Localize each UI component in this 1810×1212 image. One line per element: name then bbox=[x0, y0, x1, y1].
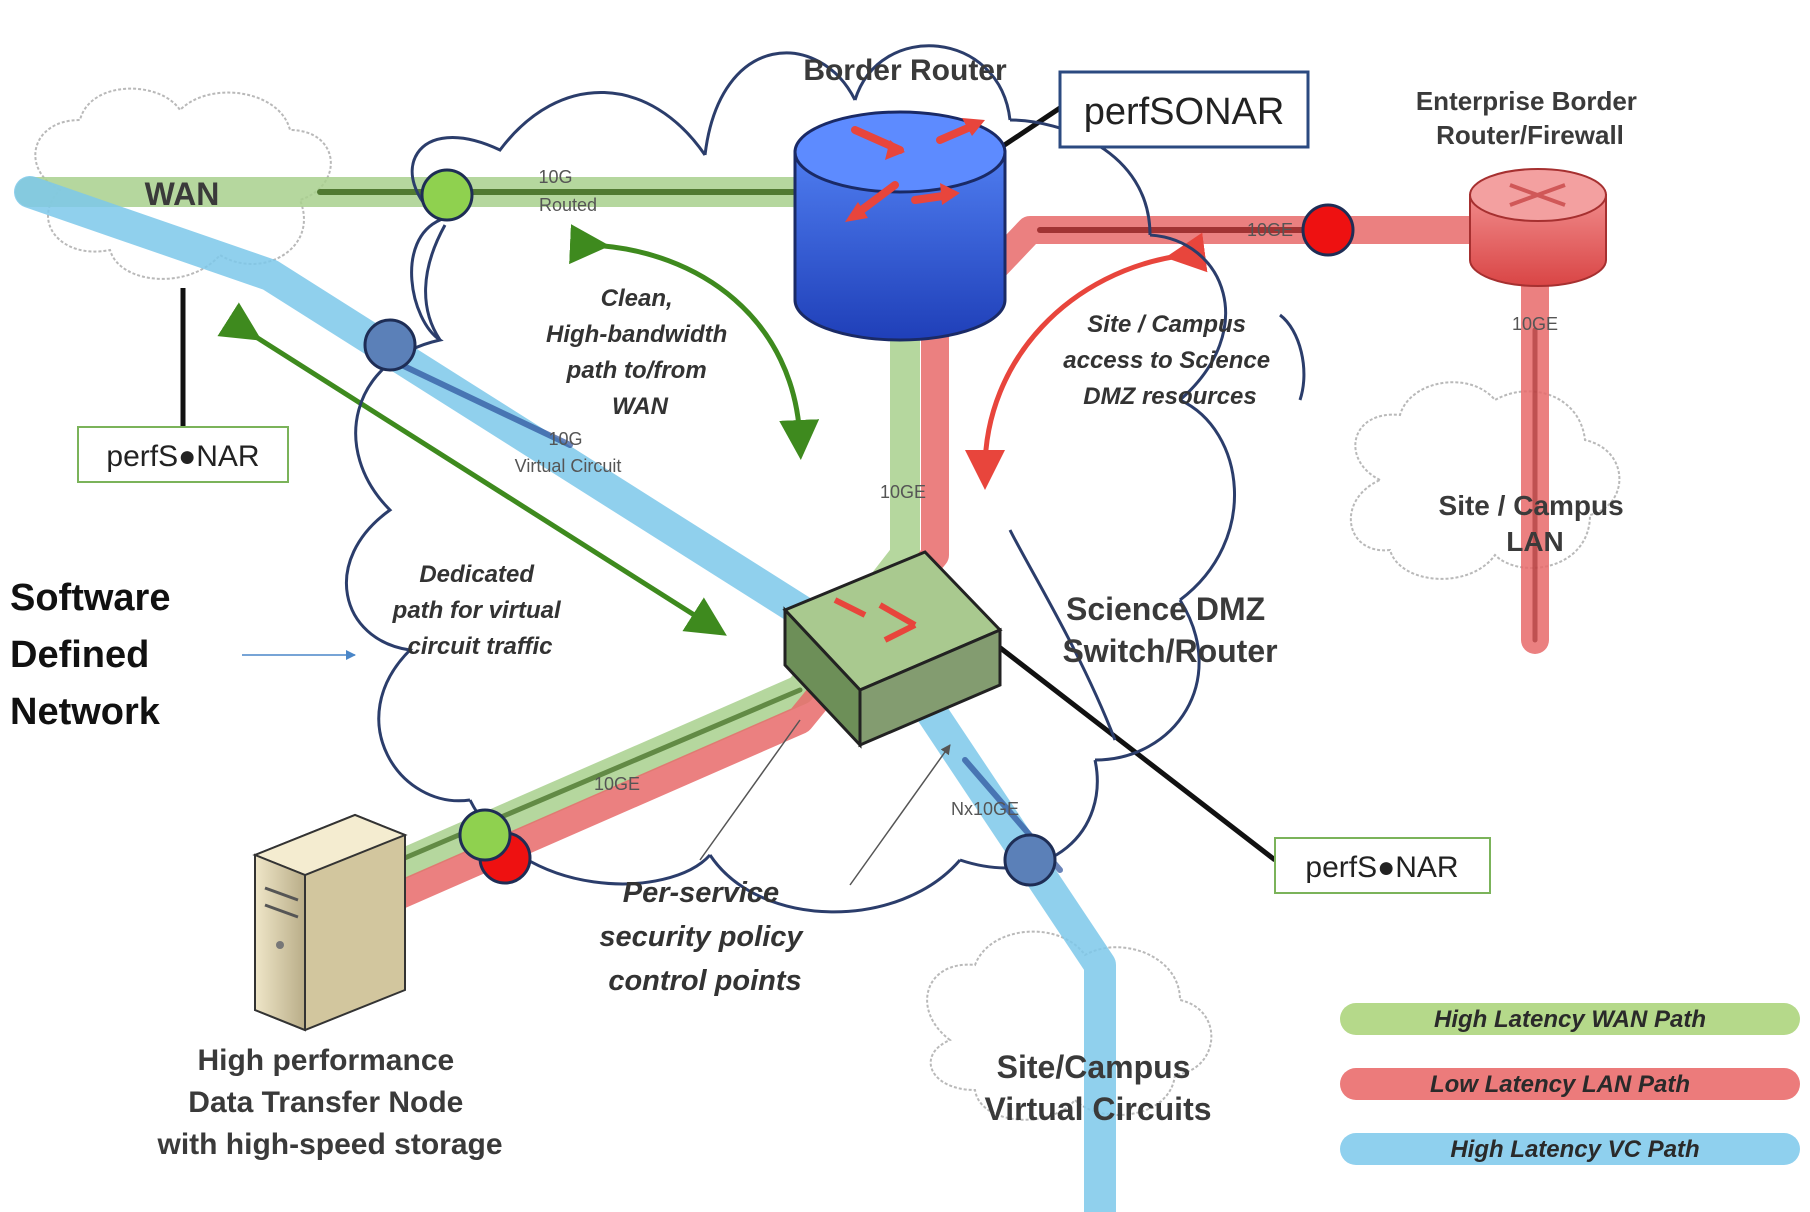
sdn-label-line2: Defined bbox=[10, 634, 149, 676]
perfsonar-dmz: perfS●NAR bbox=[1274, 837, 1491, 894]
security-annotation-line1: Per-service bbox=[623, 877, 779, 909]
dedicated-path-arrow bbox=[217, 302, 727, 636]
clean-path-annotation-line4: WAN bbox=[612, 393, 669, 420]
science-dmz-label-line1: Science DMZ bbox=[1066, 591, 1265, 627]
dedicated-path-annotation: Dedicated path for virtual circuit traff… bbox=[392, 561, 568, 660]
science-dmz-switch bbox=[782, 550, 1003, 749]
perfsonar-dmz-label: perfS●NAR bbox=[1305, 851, 1458, 884]
green-control-point bbox=[420, 168, 474, 222]
control-points bbox=[363, 168, 1355, 887]
site-campus-vc-label-line2: Virtual Circuits bbox=[984, 1091, 1211, 1127]
clean-path-arrow bbox=[569, 224, 820, 460]
wan-10g-routed-label-line2: Routed bbox=[539, 195, 597, 215]
data-transfer-node-server bbox=[252, 813, 408, 1032]
dedicated-path-annotation-line1: Dedicated bbox=[419, 561, 535, 588]
legend-swatch-vc bbox=[1340, 1133, 1800, 1165]
switch-arrows-icon bbox=[833, 597, 917, 643]
wan-10g-vc-label: 10G Virtual Circuit bbox=[515, 429, 622, 476]
clean-path-annotation-line1: Clean, bbox=[601, 285, 673, 312]
legend-label-wan: High Latency WAN Path bbox=[1434, 1006, 1706, 1033]
site-campus-lan-label: Site / Campus LAN bbox=[1439, 490, 1632, 557]
perfsonar-border: perfSONAR bbox=[1058, 70, 1310, 149]
border-router-label: Border Router bbox=[803, 54, 1007, 87]
wan-10g-vc-label-line2: Virtual Circuit bbox=[515, 456, 622, 476]
wan-10g-vc-label-line1: 10G bbox=[548, 429, 582, 449]
perfsonar-wan-label: perfS●NAR bbox=[106, 440, 259, 473]
enterprise-router bbox=[1469, 168, 1607, 287]
dtn-label: High performance Data Transfer Node with… bbox=[156, 1044, 502, 1161]
wan-10g-routed-label-line1: 10G bbox=[538, 167, 572, 187]
dedicated-path-annotation-line2: path for virtual bbox=[392, 597, 562, 624]
dtn-label-line3: with high-speed storage bbox=[156, 1128, 502, 1161]
legend-swatch-wan bbox=[1340, 1003, 1800, 1035]
site-campus-vc-cloud bbox=[926, 930, 1213, 1121]
red-control-point bbox=[1301, 203, 1355, 257]
dtn-label-line2: Data Transfer Node bbox=[188, 1086, 463, 1119]
clean-path-annotation: Clean, High-bandwidth path to/from WAN bbox=[546, 285, 734, 420]
campus-access-annotation: Site / Campus access to Science DMZ reso… bbox=[1063, 311, 1276, 410]
legend-item-lan: Low Latency LAN Path bbox=[1340, 1068, 1800, 1100]
perfsonar-border-label: perfSONAR bbox=[1084, 91, 1285, 133]
sdn-label: Software Defined Network bbox=[10, 577, 181, 733]
green-control-point bbox=[458, 808, 512, 862]
perfsonar-wan: perfS●NAR bbox=[77, 426, 289, 483]
legend-item-vc: High Latency VC Path bbox=[1340, 1133, 1800, 1165]
dmz-to-vc-label: Nx10GE bbox=[951, 799, 1019, 819]
legend: High Latency WAN Path Low Latency LAN Pa… bbox=[1340, 1003, 1800, 1165]
site-campus-lan-label-line1: Site / Campus bbox=[1439, 490, 1624, 521]
sdn-label-line3: Network bbox=[10, 691, 161, 733]
border-to-dmz-label: 10GE bbox=[880, 482, 926, 502]
legend-swatch-lan bbox=[1340, 1068, 1800, 1100]
legend-label-lan: Low Latency LAN Path bbox=[1430, 1071, 1690, 1098]
security-annotation-line2: security policy bbox=[599, 921, 804, 953]
clean-path-annotation-line2: High-bandwidth bbox=[546, 321, 727, 348]
blue-control-point bbox=[363, 318, 417, 372]
legend-item-wan: High Latency WAN Path bbox=[1340, 1003, 1800, 1035]
clean-path-annotation-line3: path to/from bbox=[566, 357, 707, 384]
site-campus-lan-label-line2: LAN bbox=[1506, 526, 1564, 557]
sdn-cloud-outline bbox=[344, 44, 1306, 914]
security-annotation: Per-service security policy control poin… bbox=[599, 877, 810, 997]
blue-control-point bbox=[1003, 833, 1057, 887]
wan-10g-routed-label: 10G Routed bbox=[538, 167, 597, 215]
science-dmz-label-line2: Switch/Router bbox=[1062, 633, 1277, 669]
enterprise-router-label: Enterprise Border Router/Firewall bbox=[1416, 86, 1644, 150]
border-to-enterprise-label: 10GE bbox=[1247, 220, 1293, 240]
wan-label: WAN bbox=[145, 176, 220, 212]
security-pointers bbox=[699, 719, 951, 886]
campus-access-annotation-line2: access to Science bbox=[1063, 347, 1270, 374]
wan-path bbox=[15, 177, 920, 880]
border-router bbox=[793, 110, 1007, 342]
dtn-label-line1: High performance bbox=[197, 1044, 454, 1077]
site-campus-vc-label-line1: Site/Campus bbox=[997, 1049, 1191, 1085]
legend-label-vc: High Latency VC Path bbox=[1450, 1136, 1699, 1163]
enterprise-router-label-line1: Enterprise Border bbox=[1416, 86, 1637, 116]
enterprise-router-label-line2: Router/Firewall bbox=[1436, 120, 1624, 150]
enterprise-to-lan-label: 10GE bbox=[1512, 314, 1558, 334]
campus-access-annotation-line1: Site / Campus bbox=[1087, 311, 1246, 338]
campus-access-annotation-line3: DMZ resources bbox=[1083, 383, 1256, 410]
sdn-label-line1: Software bbox=[10, 577, 170, 619]
science-dmz-label: Science DMZ Switch/Router bbox=[1062, 591, 1277, 669]
site-campus-vc-label: Site/Campus Virtual Circuits bbox=[984, 1049, 1211, 1127]
campus-access-arrow bbox=[965, 232, 1208, 490]
dmz-to-dtn-label: 10GE bbox=[594, 774, 640, 794]
dedicated-path-annotation-line3: circuit traffic bbox=[408, 633, 553, 660]
security-annotation-line3: control points bbox=[608, 965, 801, 997]
site-campus-lan-cloud bbox=[1349, 381, 1621, 580]
